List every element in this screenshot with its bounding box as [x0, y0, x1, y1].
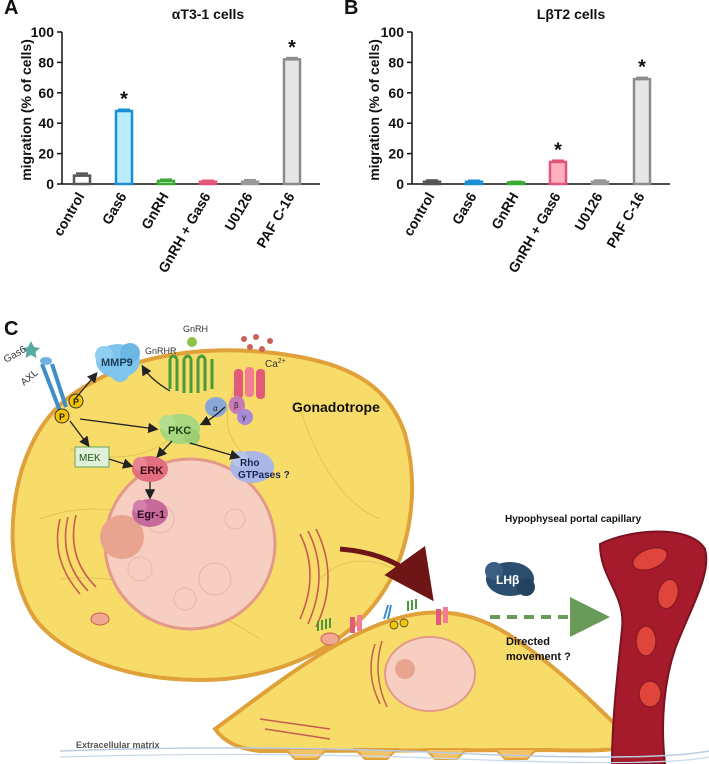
g-beta-label: β	[234, 401, 239, 410]
y-tick-label: 100	[381, 24, 405, 40]
bar	[548, 160, 568, 186]
y-tick-label: 0	[46, 176, 54, 192]
bar	[422, 180, 442, 186]
bar	[198, 180, 218, 186]
calcium-label: Ca2+	[265, 358, 286, 370]
chart-title: αT3-1 cells	[172, 6, 245, 22]
y-axis-label: migration (% of cells)	[18, 39, 34, 181]
endoplasmic-reticulum	[56, 514, 329, 628]
gnrhr-label: GnRHR	[145, 346, 177, 356]
lhb-protein	[485, 562, 535, 596]
x-tick-label: GnRH	[138, 190, 172, 232]
pkc-label: PKC	[168, 425, 191, 437]
mmp9-label: MMP9	[101, 357, 133, 369]
pkc-protein	[159, 414, 200, 445]
bar	[114, 109, 134, 186]
directed-label: Directed	[506, 636, 550, 648]
panel-label-b: B	[344, 0, 359, 19]
migrating-receptors	[317, 599, 448, 633]
mek-label: MEK	[79, 453, 101, 464]
y-tick-label: 20	[38, 146, 54, 162]
rho-label-2: GTPases ?	[238, 470, 290, 481]
bar	[240, 180, 260, 186]
panel-label-c: C	[4, 318, 19, 340]
x-tick-label: U0126	[571, 189, 606, 233]
bar	[282, 58, 302, 186]
x-tick-label: control	[400, 190, 438, 239]
y-tick-label: 80	[388, 54, 404, 70]
chart-b: LβT2 cells migration (% of cells) 0 20 40 60 8…	[366, 6, 670, 275]
gas6-icon	[22, 341, 40, 358]
directed-label-2: movement ?	[506, 651, 571, 663]
y-axis-label: migration (% of cells)	[366, 39, 382, 181]
x-tick-label: PAF C-16	[603, 189, 648, 250]
significance-marker: *	[638, 57, 646, 79]
bar	[72, 174, 92, 186]
gnrh-label: GnRH	[183, 324, 208, 334]
y-tick-label: 80	[38, 54, 54, 70]
x-tick-label: PAF C-16	[253, 189, 298, 250]
y-tick-label: 60	[38, 85, 54, 101]
x-tick-label: Gas6	[449, 189, 480, 227]
calcium-ions	[241, 334, 273, 352]
g-protein	[205, 396, 253, 425]
axl-receptor	[40, 357, 68, 412]
pathway-arrows	[69, 364, 241, 500]
chart-a: αT3-1 cells migration (% of cells) 0 20 40 60…	[18, 6, 320, 275]
gonadotrope-diagram: Gas6 AXL P P MMP9 GnRH GnRHR C	[2, 324, 709, 764]
g-gamma-label: γ	[242, 413, 246, 422]
g-alpha-label: α	[213, 404, 218, 413]
gnrh-receptor	[168, 354, 214, 393]
panel-label-a: A	[4, 0, 19, 19]
rho-label: Rho	[240, 458, 259, 469]
phospho-label-2: P	[73, 397, 79, 407]
capillary-label: Hypophyseal portal capillary	[505, 514, 642, 525]
x-tick-label: control	[50, 190, 88, 239]
axl-label: AXL	[19, 367, 41, 388]
gas6-label: Gas6	[2, 344, 29, 366]
phospho-icon	[54, 408, 70, 424]
phospho-label: P	[59, 412, 65, 422]
migrating-er	[259, 640, 388, 740]
gnrh-ligand-icon	[187, 337, 197, 347]
gonadotrope-label: Gonadotrope	[292, 399, 380, 415]
chart-title: LβT2 cells	[537, 6, 606, 22]
x-tick-label: GnRH	[488, 190, 522, 232]
bar	[632, 77, 652, 186]
red-blood-cells	[631, 547, 680, 708]
nucleolus	[100, 515, 144, 559]
x-tick-label: U0126	[221, 189, 256, 233]
bar	[156, 179, 176, 186]
bar	[506, 181, 526, 186]
ecm-label: Extracellular matrix	[76, 740, 160, 750]
egr1-protein	[132, 499, 168, 527]
significance-marker: *	[554, 139, 562, 161]
lhb-label: LHβ	[496, 573, 519, 587]
egr1-label: Egr-1	[137, 509, 165, 521]
y-tick-label: 0	[396, 176, 404, 192]
y-tick-label: 100	[31, 24, 55, 40]
y-tick-label: 60	[388, 85, 404, 101]
transition-arrow	[339, 545, 434, 602]
x-tick-label: Gas6	[99, 189, 130, 227]
y-tick-label: 40	[388, 115, 404, 131]
y-tick-label: 20	[388, 146, 404, 162]
bar	[464, 180, 484, 186]
significance-marker: *	[120, 89, 128, 111]
phospho-icon-2	[68, 393, 84, 409]
mek-box	[74, 446, 110, 468]
y-tick-label: 40	[38, 115, 54, 131]
extracellular-matrix-fibers	[59, 747, 709, 758]
erk-protein	[132, 456, 168, 482]
mmp9-protein	[95, 343, 140, 382]
migrating-nucleus	[384, 636, 476, 712]
calcium-channel	[234, 367, 265, 399]
significance-marker: *	[288, 37, 296, 59]
erk-label: ERK	[140, 465, 163, 477]
bar	[590, 180, 610, 186]
